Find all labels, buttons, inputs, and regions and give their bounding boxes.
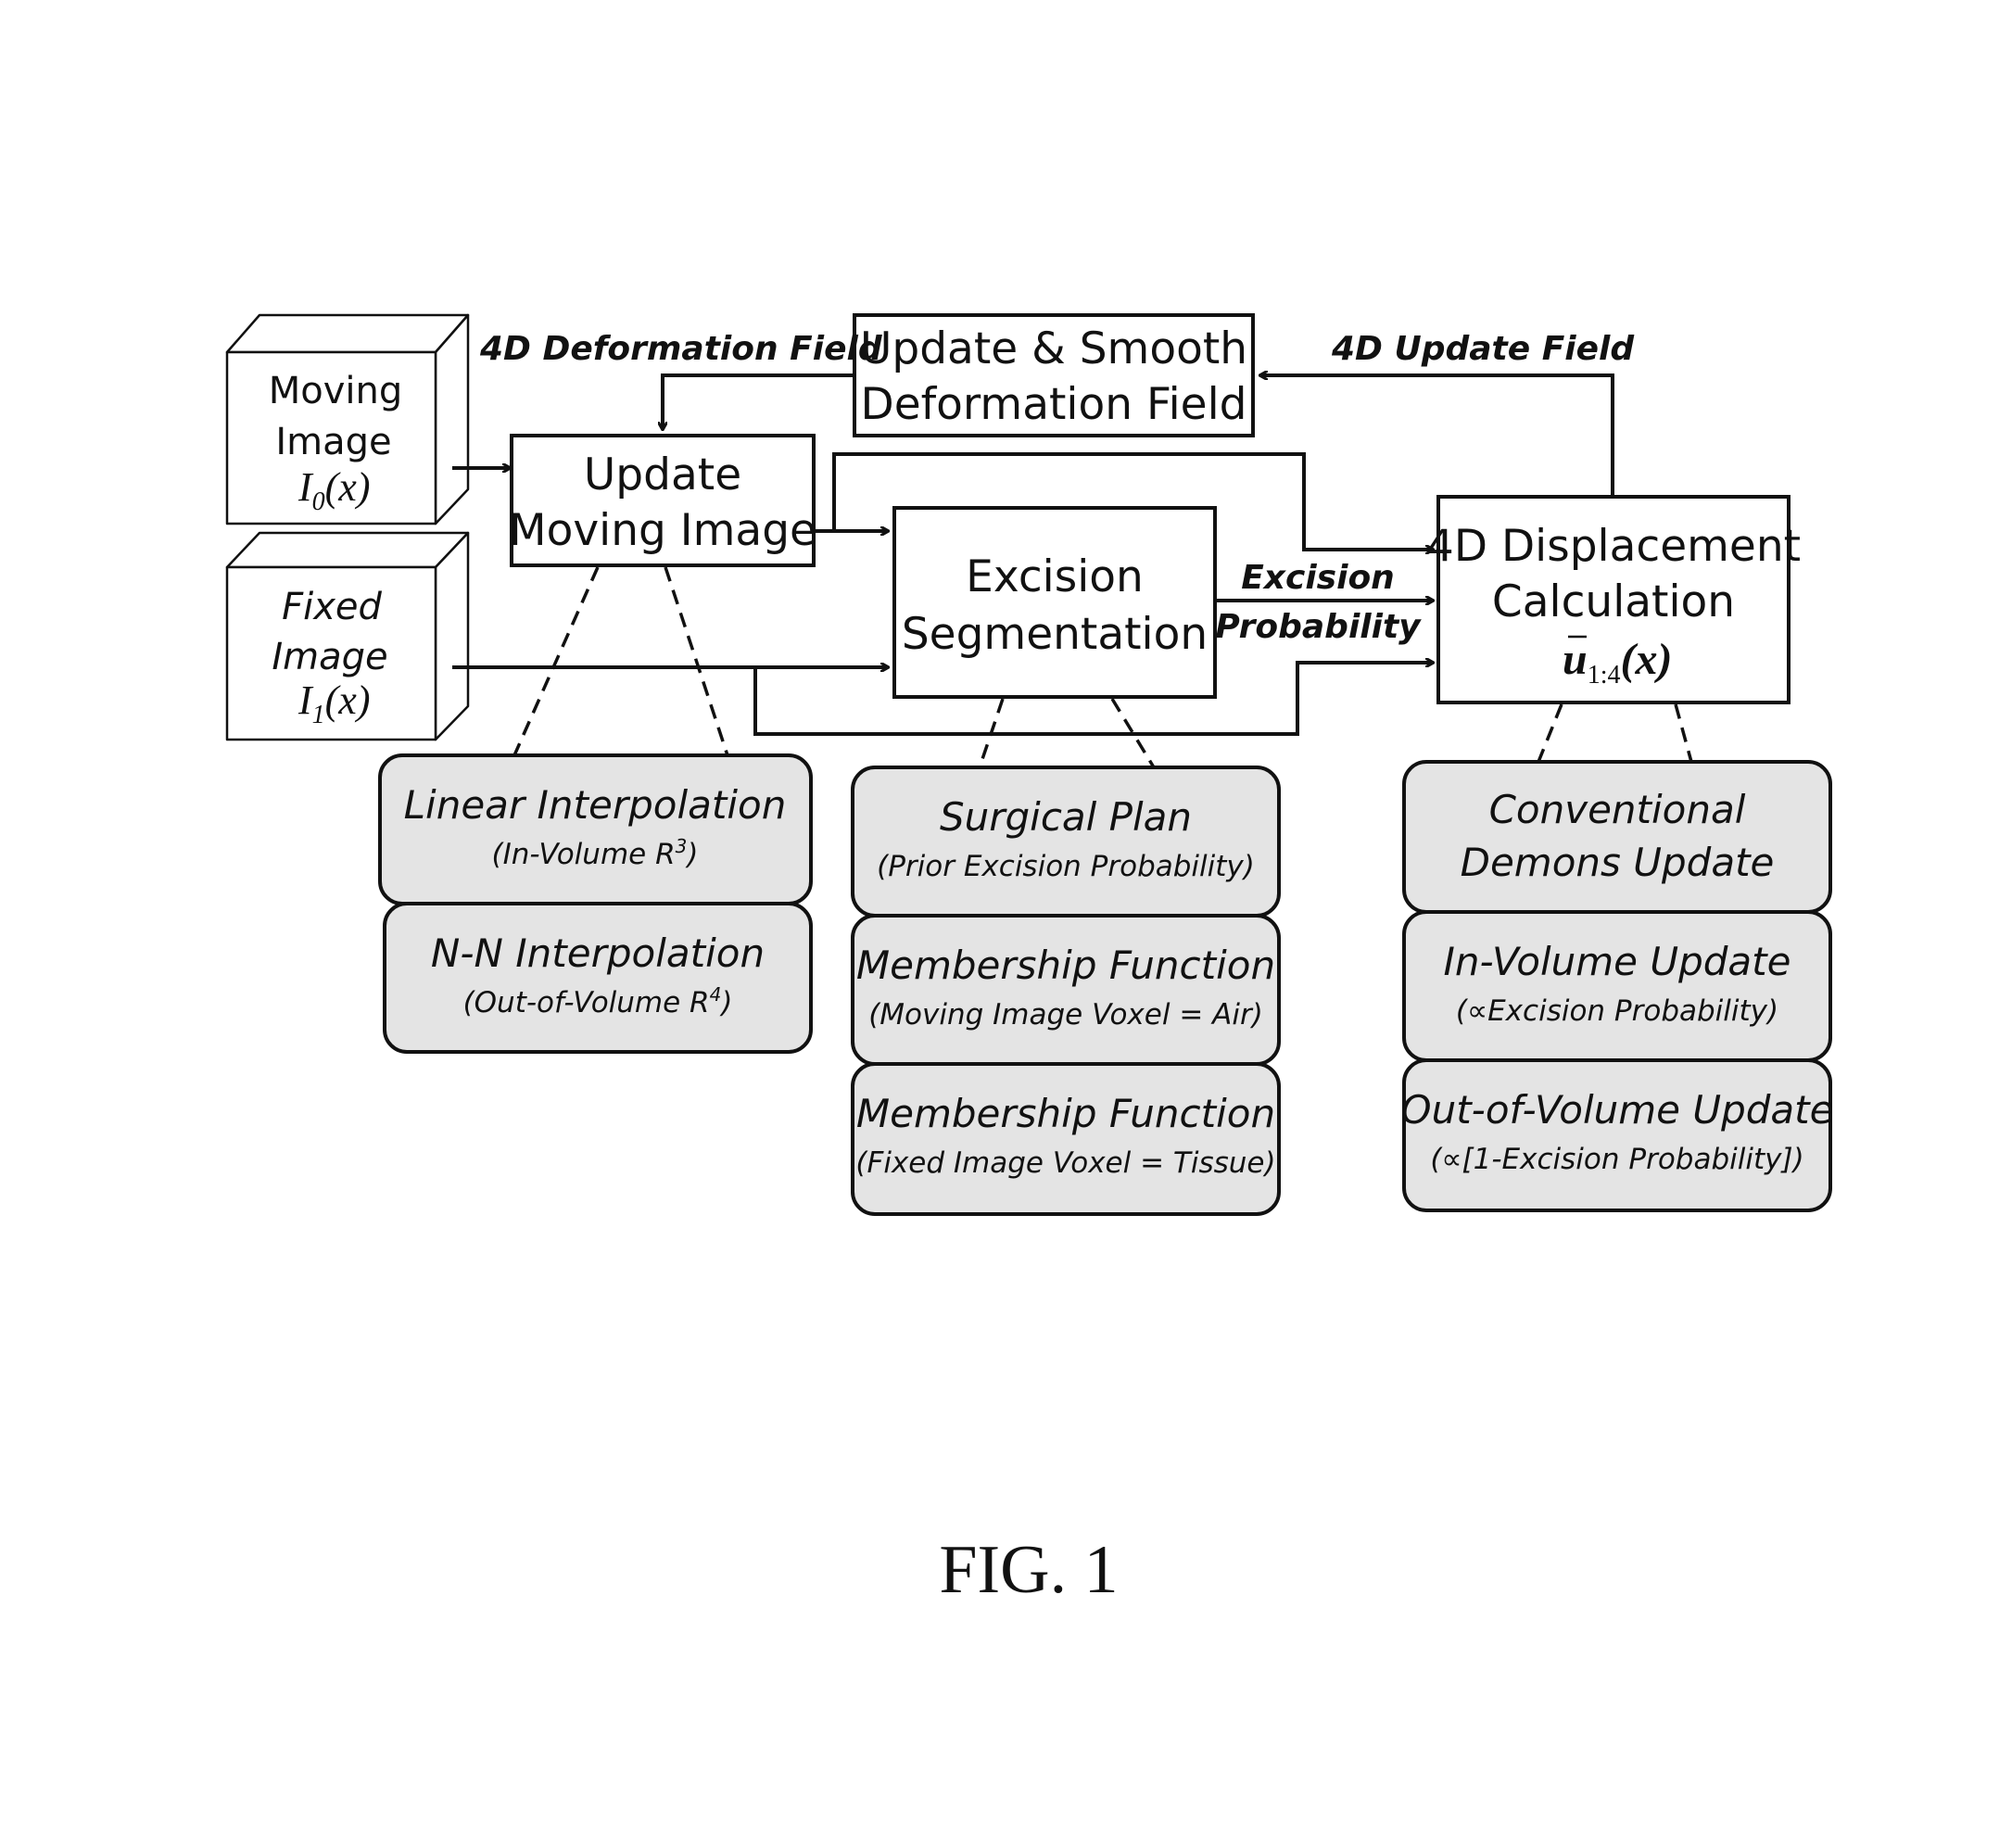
update-smooth-box: Update & Smooth Deformation Field [854, 315, 1253, 436]
excision-segmentation-box: Excision Segmentation [894, 508, 1215, 697]
edge-label-excision: Excision [1241, 559, 1395, 597]
update-moving-label-1: Update [584, 449, 741, 500]
svg-text:(∝[1-Excision Probability]): (∝[1-Excision Probability]) [1430, 1143, 1803, 1176]
detail-group-interpolation: Linear Interpolation (In-Volume R3) N-N … [380, 755, 811, 1052]
edge-label-deformation-field: 4D Deformation Field [479, 330, 883, 368]
update-moving-label-2: Moving Image [509, 505, 816, 556]
edge-label-update-field: 4D Update Field [1331, 330, 1635, 368]
detail-box-out-of-volume-update: Out-of-Volume Update (∝[1-Excision Proba… [1401, 1060, 1834, 1210]
svg-text:Membership Function: Membership Function [856, 1091, 1275, 1136]
figure-label: FIG. 1 [939, 1532, 1118, 1608]
fixed-image-cube: Fixed Image I1(x) [227, 533, 468, 740]
svg-text:Surgical Plan: Surgical Plan [940, 794, 1192, 840]
edge-label-probability: Probability [1215, 608, 1422, 646]
svg-text:N-N Interpolation: N-N Interpolation [431, 930, 765, 976]
detail-box-surgical-plan: Surgical Plan (Prior Excision Probabilit… [853, 767, 1279, 916]
excision-seg-label-2: Segmentation [902, 609, 1208, 660]
moving-image-label-1: Moving [269, 370, 403, 412]
svg-text:Out-of-Volume Update: Out-of-Volume Update [1401, 1087, 1834, 1133]
svg-text:Demons Update: Demons Update [1461, 840, 1775, 885]
displacement-label-1: 4D Displacement [1426, 521, 1801, 572]
moving-image-symbol: I0(x) [297, 464, 371, 516]
moving-image-cube: Moving Image I0(x) [227, 315, 468, 524]
arrow-smooth-to-update [663, 375, 854, 429]
fixed-image-symbol: I1(x) [297, 677, 371, 729]
svg-text:(In-Volume R3): (In-Volume R3) [492, 835, 699, 871]
detail-box-conventional-demons: Conventional Demons Update [1404, 762, 1830, 912]
detail-box-nn-interpolation: N-N Interpolation (Out-of-Volume R4) [385, 904, 811, 1052]
svg-text:(Moving Image Voxel = Air): (Moving Image Voxel = Air) [868, 998, 1263, 1032]
fixed-image-label-2: Image [272, 636, 387, 678]
displacement-label-2: Calculation [1492, 576, 1735, 627]
update-moving-box: Update Moving Image [509, 436, 816, 565]
detail-box-linear-interpolation: Linear Interpolation (In-Volume R3) [380, 755, 811, 904]
svg-text:Membership Function: Membership Function [856, 943, 1275, 988]
detail-box-membership-tissue: Membership Function (Fixed Image Voxel =… [853, 1064, 1279, 1214]
svg-text:In-Volume Update: In-Volume Update [1444, 939, 1791, 984]
update-smooth-label-2: Deformation Field [861, 379, 1247, 430]
moving-image-label-2: Image [275, 421, 391, 463]
fixed-image-label-1: Fixed [282, 586, 382, 628]
detail-box-in-volume-update: In-Volume Update (∝Excision Probability) [1404, 912, 1830, 1060]
svg-text:(Prior Excision Probability): (Prior Excision Probability) [877, 850, 1255, 883]
svg-text:(∝Excision Probability): (∝Excision Probability) [1456, 994, 1778, 1028]
detail-box-membership-air: Membership Function (Moving Image Voxel … [853, 916, 1279, 1064]
update-smooth-label-1: Update & Smooth [860, 323, 1247, 374]
svg-text:(Fixed Image Voxel = Tissue): (Fixed Image Voxel = Tissue) [855, 1146, 1275, 1180]
detail-group-displacement: Conventional Demons Update In-Volume Upd… [1401, 762, 1834, 1210]
displacement-calculation-box: 4D Displacement Calculation u1:4(x) [1426, 497, 1801, 702]
detail-group-segmentation: Surgical Plan (Prior Excision Probabilit… [853, 767, 1279, 1214]
excision-seg-label-1: Excision [966, 551, 1144, 602]
svg-text:(Out-of-Volume R4): (Out-of-Volume R4) [463, 983, 733, 1019]
svg-text:Conventional: Conventional [1489, 787, 1746, 832]
svg-text:Linear Interpolation: Linear Interpolation [404, 782, 787, 828]
arrow-displacement-to-smooth [1260, 375, 1613, 497]
